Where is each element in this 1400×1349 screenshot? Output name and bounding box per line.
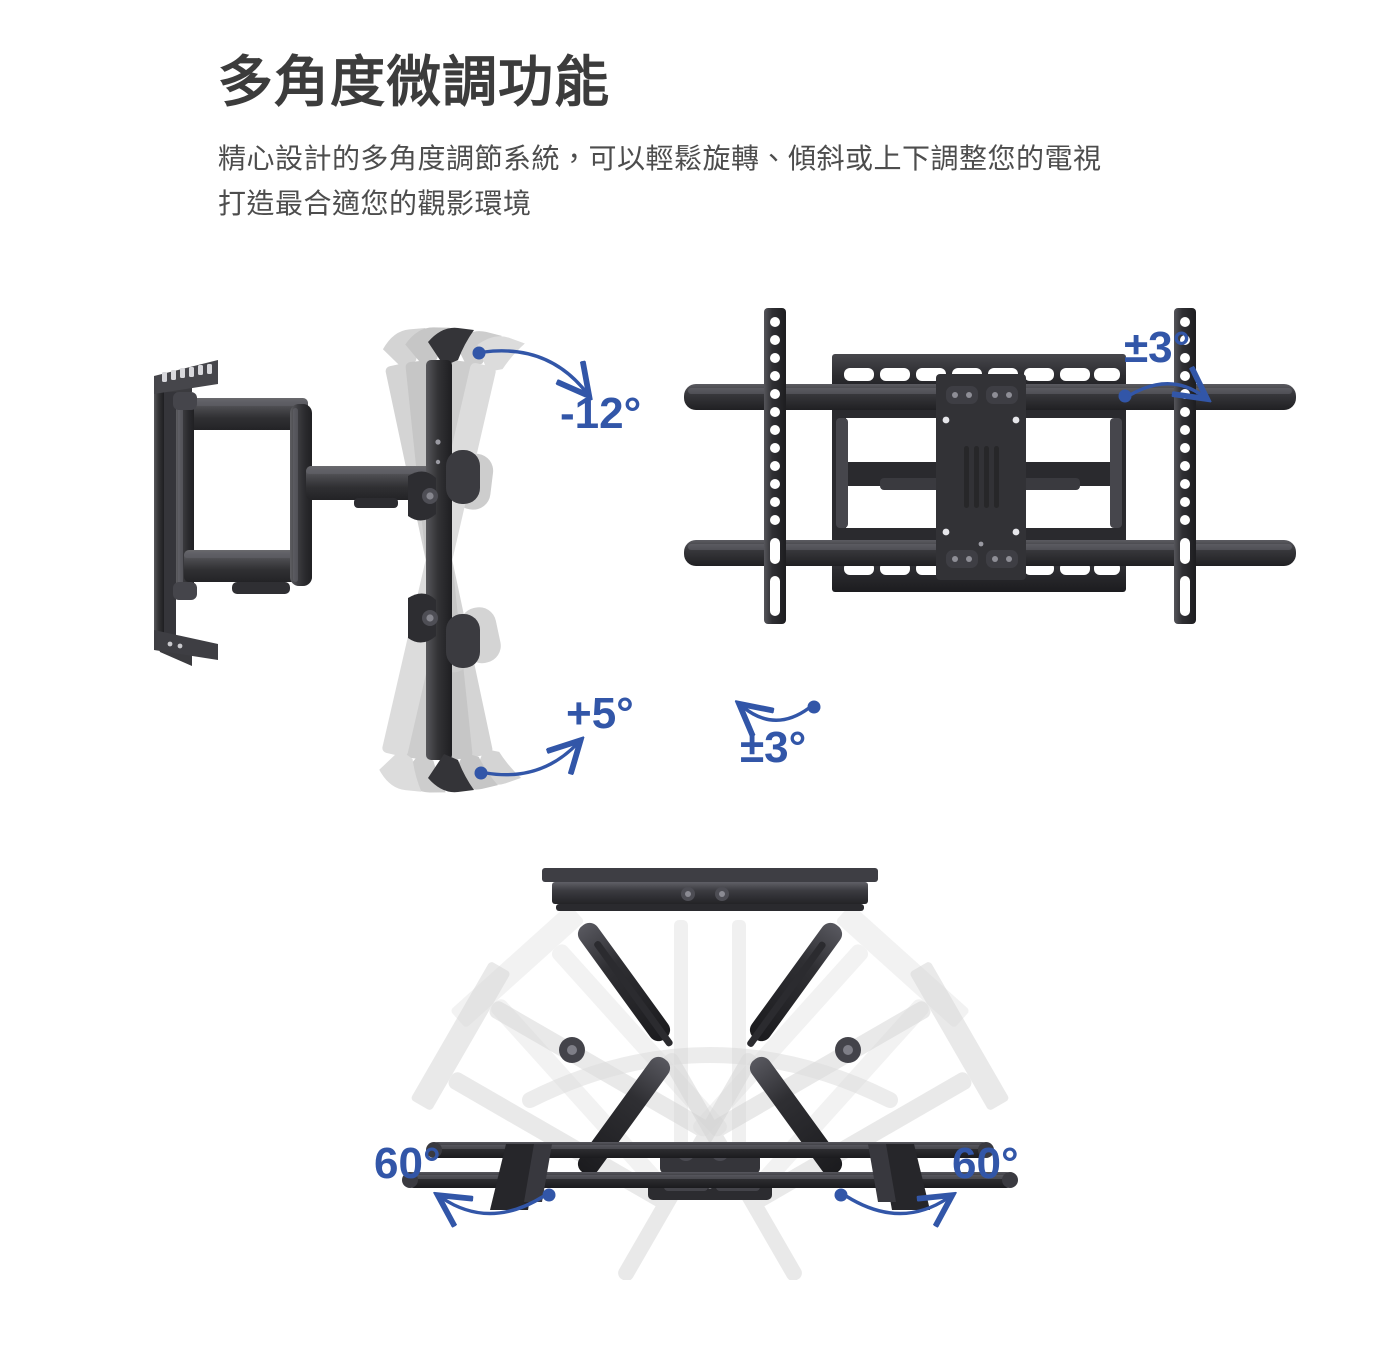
tv-bracket-head [408, 327, 480, 793]
lower-arm-segment [184, 550, 312, 582]
tilt-knuckle [408, 471, 438, 643]
tv-rail-lower [402, 1172, 1018, 1188]
plate-ribs [964, 446, 999, 508]
lower-strut [232, 582, 290, 594]
angle-label-roll-top: ±3° [1124, 323, 1191, 372]
figure-tilt-side-view [140, 300, 700, 820]
center-mounting-plate [936, 374, 1026, 580]
side-view-arm-illustration [154, 327, 525, 793]
page-subtitle: 精心設計的多角度調節系統，可以輕鬆旋轉、傾斜或上下調整您的電視 打造最合適您的觀… [218, 136, 1228, 227]
upper-arm-segment [184, 398, 308, 430]
angle-label-tilt-up: +5° [566, 689, 634, 738]
mid-vertical-link [290, 404, 312, 586]
wall-plate [154, 360, 218, 666]
angle-label-tilt-down: -12° [560, 389, 642, 438]
pivot-column [173, 392, 197, 600]
top-view-swivel-illustration [402, 868, 1018, 1280]
ghost-swivel-positions [411, 905, 1009, 1280]
page-title: 多角度微調功能 [218, 51, 611, 113]
front-view-mount-illustration [684, 308, 1296, 624]
scissor-linkage [559, 922, 861, 1176]
tv-rail-upper [426, 1142, 994, 1158]
vesa-rail-left [764, 308, 786, 624]
pivot-blocks [946, 386, 1018, 568]
page-subtitle-line-2: 打造最合適您的觀影環境 [218, 187, 532, 219]
page-subtitle-line-1: 精心設計的多角度調節系統，可以輕鬆旋轉、傾斜或上下調整您的電視 [218, 142, 1102, 174]
angle-label-swivel-right: 60° [952, 1139, 1019, 1188]
figure-swivel-top-view [330, 850, 1090, 1280]
angle-label-roll-bottom: ±3° [740, 723, 807, 772]
plate-corner-screws [942, 416, 1020, 536]
figure-level-front-view [680, 300, 1300, 820]
wall-plate-top [542, 868, 878, 911]
header-block: 多角度微調功能 精心設計的多角度調節系統，可以輕鬆旋轉、傾斜或上下調整您的電視 … [218, 51, 1228, 227]
angle-label-swivel-left: 60° [374, 1139, 441, 1188]
